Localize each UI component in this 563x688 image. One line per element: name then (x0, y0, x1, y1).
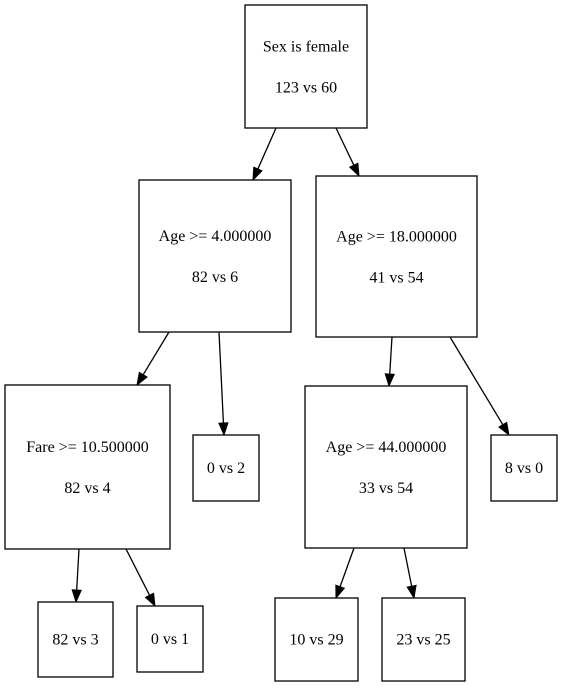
arrowhead-ll-left (71, 589, 82, 604)
arrowhead-ll-right (144, 592, 156, 608)
edge-left-left-to-ll-right (125, 548, 151, 597)
node-counts: 123 vs 60 (275, 80, 337, 97)
arrowhead-right (348, 162, 360, 178)
node-box (381, 597, 466, 682)
node-counts: 33 vs 54 (359, 480, 413, 497)
edge-left-to-left-left (142, 331, 170, 376)
tree-node-rl-left: 10 vs 29 (274, 597, 359, 682)
edge-right-to-right-right (449, 336, 504, 426)
tree-edges (71, 127, 510, 608)
arrowhead-right-right (498, 421, 510, 437)
node-counts: 8 vs 0 (505, 460, 543, 477)
arrowhead-rl-right (406, 584, 417, 600)
tree-node-right: Age >= 18.000000 41 vs 54 (315, 175, 478, 338)
node-box (138, 179, 292, 333)
arrowhead-rl-left (335, 584, 346, 600)
tree-nodes: Sex is female 123 vs 60 Age >= 4.000000 82 … (4, 4, 558, 682)
edge-left-left-to-ll-left (75, 548, 80, 592)
node-box (136, 605, 204, 673)
arrowhead-right-left (384, 373, 395, 388)
edge-right-left-to-rl-right (403, 547, 413, 588)
node-counts: 23 vs 25 (396, 632, 450, 649)
node-box (274, 597, 359, 682)
node-box (490, 434, 558, 502)
edge-root-to-left (256, 127, 277, 171)
node-box (304, 385, 468, 549)
node-counts: 10 vs 29 (289, 632, 343, 649)
node-counts: 82 vs 3 (52, 632, 98, 649)
tree-node-left-right: 0 vs 2 (192, 434, 260, 502)
node-counts: 0 vs 2 (207, 460, 245, 477)
edge-right-to-right-left (389, 336, 393, 376)
node-counts: 0 vs 1 (151, 631, 189, 648)
node-condition: Age >= 44.000000 (326, 439, 447, 456)
node-counts: 82 vs 6 (192, 269, 238, 286)
node-box (37, 601, 114, 678)
node-condition: Fare >= 10.500000 (26, 439, 148, 456)
tree-node-ll-left: 82 vs 3 (37, 601, 114, 678)
tree-node-right-left: Age >= 44.000000 33 vs 54 (304, 385, 468, 549)
tree-node-rl-right: 23 vs 25 (381, 597, 466, 682)
arrowhead-left-left (136, 371, 148, 387)
edge-left-to-left-right (218, 331, 225, 425)
node-box (192, 434, 260, 502)
arrowhead-left (252, 166, 263, 182)
arrowhead-left-right (218, 422, 229, 437)
node-condition: Age >= 4.000000 (159, 228, 272, 245)
tree-node-ll-right: 0 vs 1 (136, 605, 204, 673)
node-counts: 41 vs 54 (369, 270, 423, 287)
node-counts: 82 vs 4 (64, 480, 110, 497)
node-condition: Sex is female (263, 39, 349, 56)
edge-root-to-right (335, 127, 355, 167)
node-condition: Age >= 18.000000 (336, 229, 457, 246)
tree-node-right-right: 8 vs 0 (490, 434, 558, 502)
tree-node-root: Sex is female 123 vs 60 (244, 4, 368, 129)
node-box (315, 175, 478, 338)
tree-node-left: Age >= 4.000000 82 vs 6 (138, 179, 292, 333)
edge-right-left-to-rl-left (339, 547, 355, 588)
node-box (4, 384, 171, 550)
tree-node-left-left: Fare >= 10.500000 82 vs 4 (4, 384, 171, 550)
node-box (244, 4, 368, 129)
